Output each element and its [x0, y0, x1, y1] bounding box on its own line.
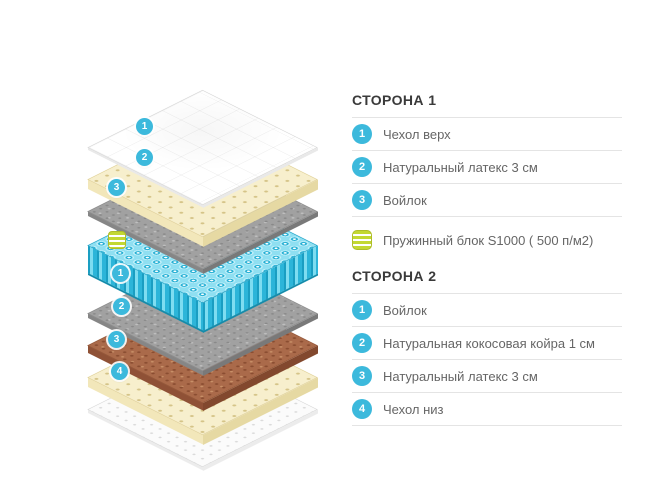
legend-row-label: Чехол низ	[383, 401, 444, 417]
legend-row-number: 1	[352, 124, 372, 144]
legend-row: 1 Чехол верх	[352, 118, 622, 151]
legend-row-label: Натуральная кокосовая койра 1 см	[383, 335, 595, 351]
legend-panel: СТОРОНА 1 1 Чехол верх 2 Натуральный лат…	[352, 92, 622, 426]
mattress-diagram	[87, 0, 318, 500]
legend-row-label: Войлок	[383, 302, 427, 318]
legend-row: 3 Войлок	[352, 184, 622, 217]
legend-row-label: Войлок	[383, 192, 427, 208]
legend-row: 1 Войлок	[352, 294, 622, 327]
layer-top-face	[87, 89, 318, 206]
spring-coil-icon	[352, 230, 372, 250]
legend-row-number: 2	[352, 333, 372, 353]
legend-row: 2 Натуральный латекс 3 см	[352, 151, 622, 184]
legend-row-number: 2	[352, 157, 372, 177]
legend-row-number: 1	[352, 300, 372, 320]
layer-cover-top	[87, 89, 318, 208]
side1-title: СТОРОНА 1	[352, 92, 437, 108]
side2-title: СТОРОНА 2	[352, 268, 437, 284]
legend-row-label: Натуральный латекс 3 см	[383, 159, 538, 175]
legend-row: 4 Чехол низ	[352, 393, 622, 426]
side1-list: 1 Чехол верх 2 Натуральный латекс 3 см 3…	[352, 117, 622, 217]
legend-row: 3 Натуральный латекс 3 см	[352, 360, 622, 393]
legend-row-label: Чехол верх	[383, 126, 451, 142]
legend-row-label: Натуральный латекс 3 см	[383, 368, 538, 384]
legend-row-number: 4	[352, 399, 372, 419]
spring-block-label: Пружинный блок S1000 ( 500 п/м2)	[383, 232, 594, 248]
legend-row: 2 Натуральная кокосовая койра 1 см	[352, 327, 622, 360]
legend-row-number: 3	[352, 366, 372, 386]
legend-row-number: 3	[352, 190, 372, 210]
spring-block-row: Пружинный блок S1000 ( 500 п/м2)	[352, 217, 622, 262]
side2-list: 1 Войлок 2 Натуральная кокосовая койра 1…	[352, 293, 622, 426]
